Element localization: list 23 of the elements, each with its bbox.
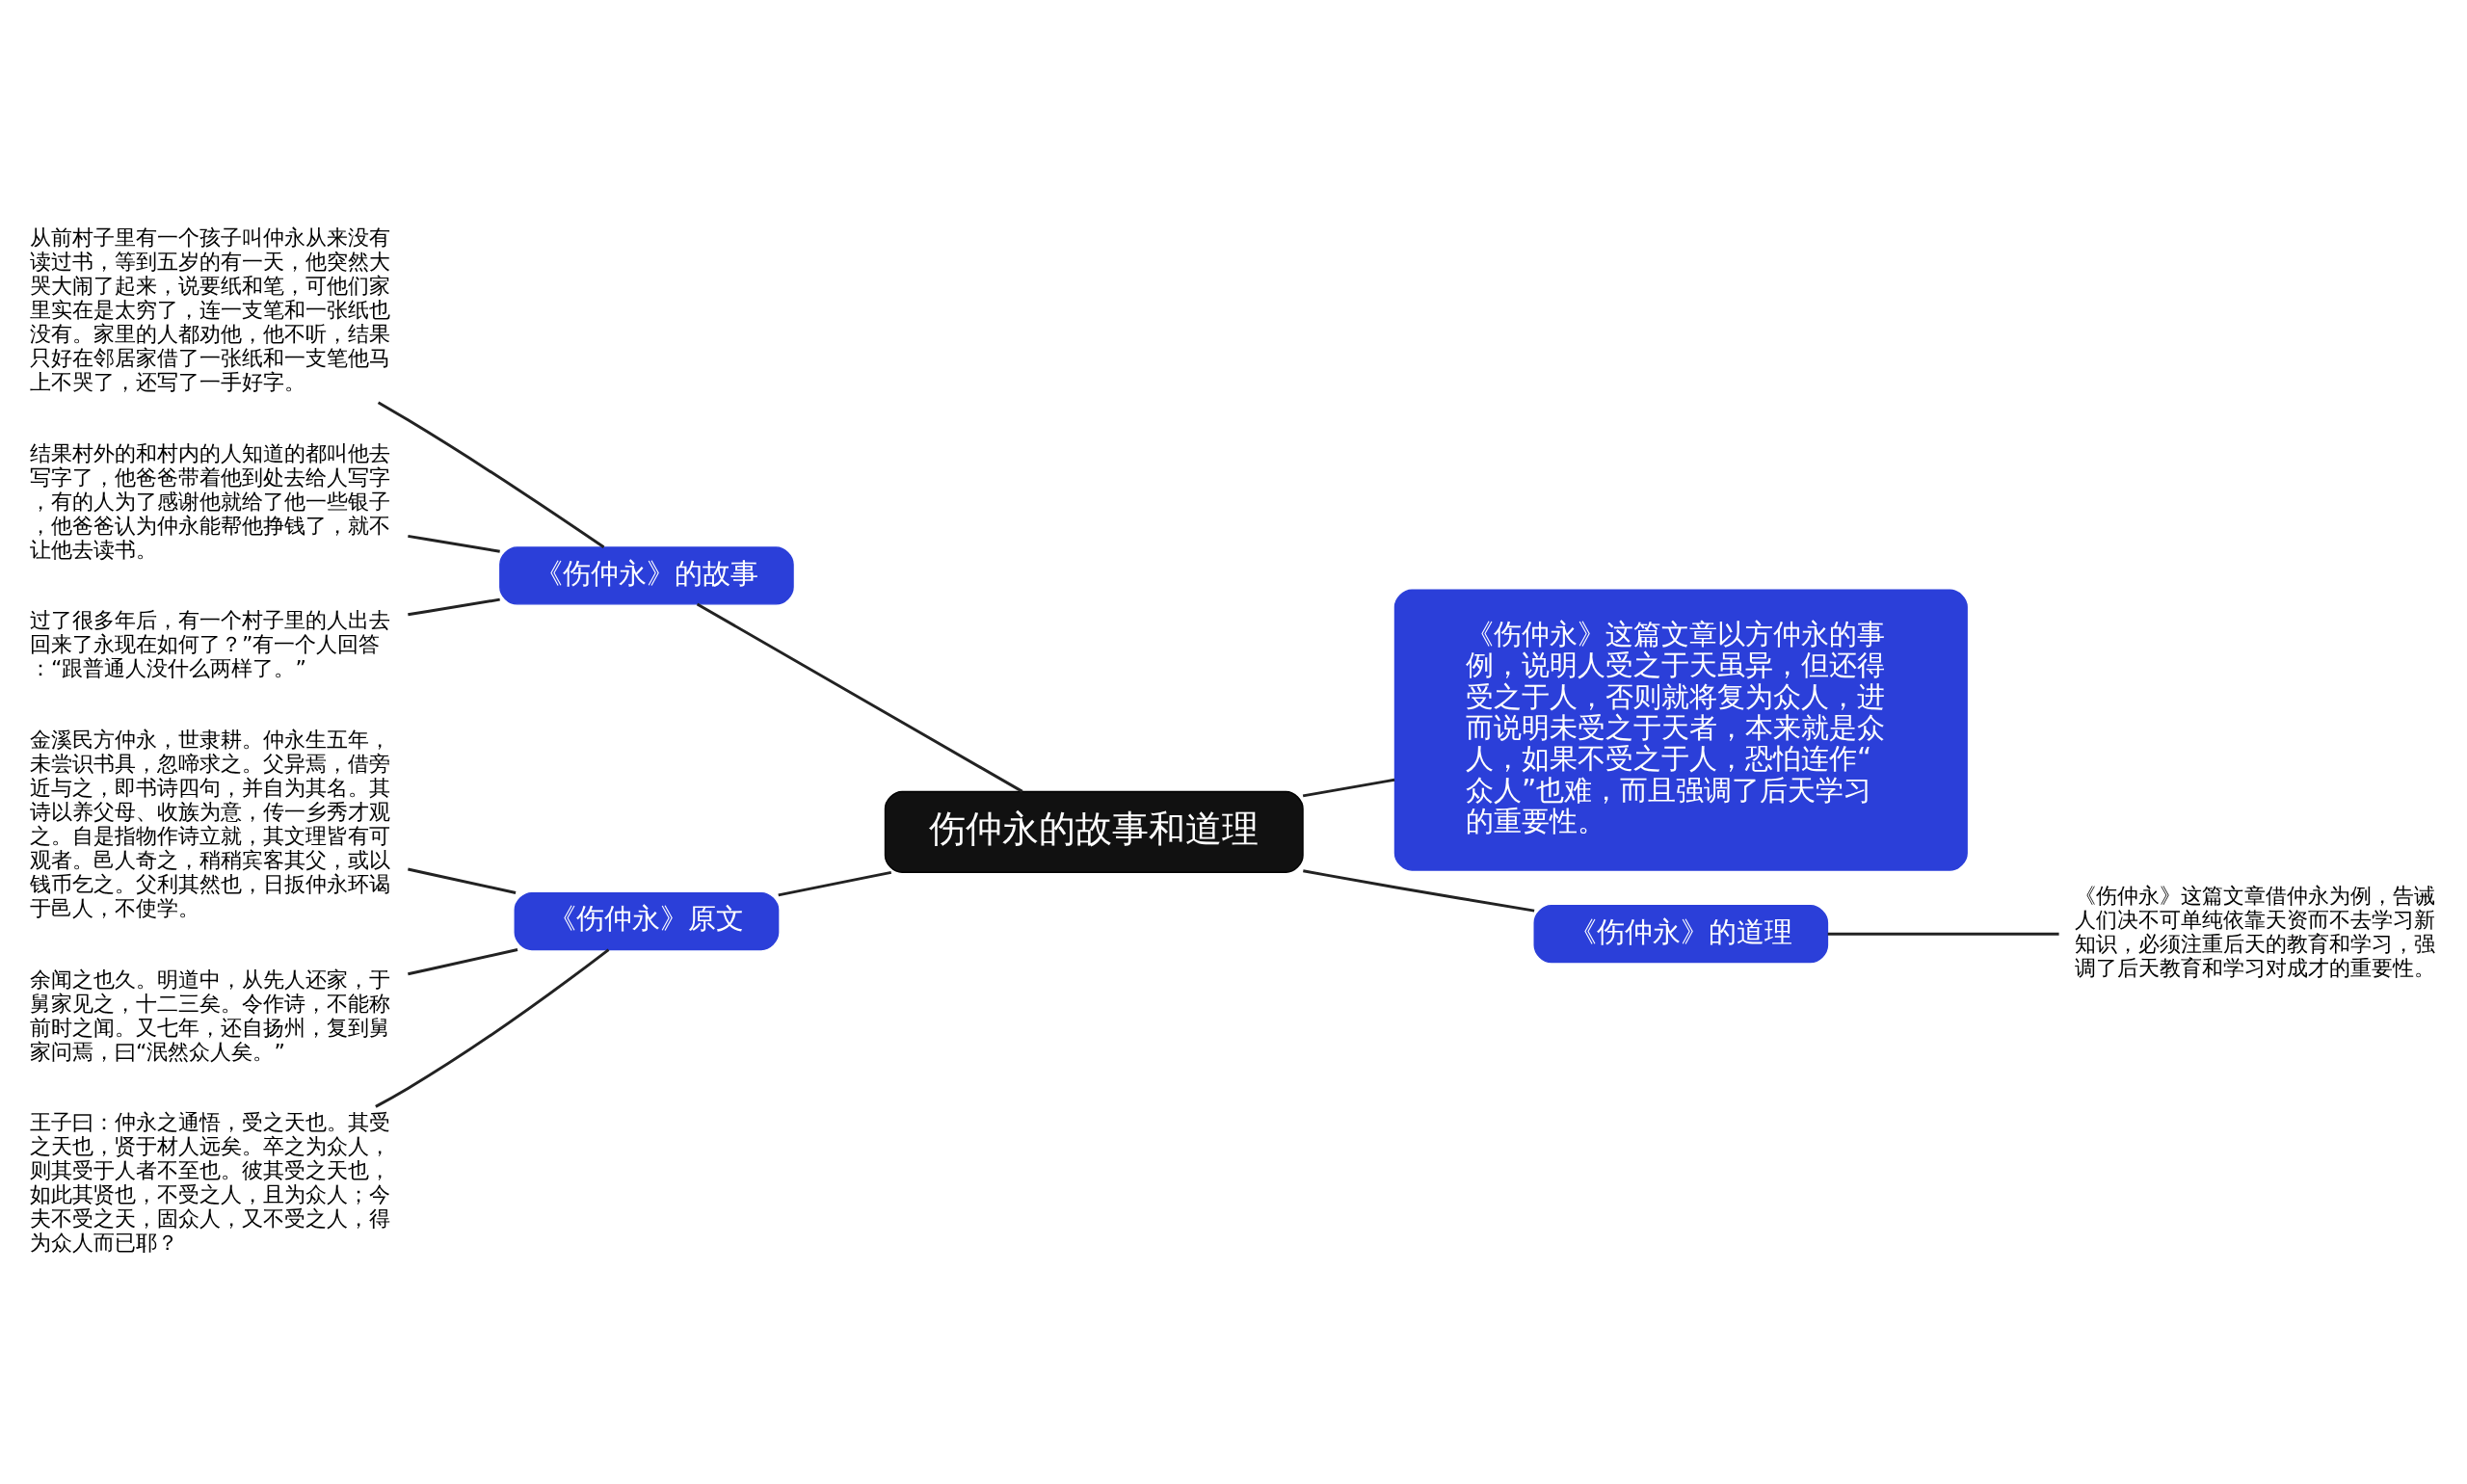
node-text: 从前村子里有一个孩子叫仲永从来没有读过书，等到五岁的有一天，他突然大哭大闹了起来，说要纸和笔，可他们家里实在是太穷了，连一支笔和一张纸也没有。家里的人都劝他，他不听，结果只好在邻居家借了一张纸和一支笔他马上不哭了，还写了一手好字。 (30, 225, 391, 394)
connector (1827, 932, 2059, 936)
connector (778, 870, 892, 896)
node-text: 过了很多年后，有一个村子里的人出去回来了永现在如何了？”有一个人回答：“跟普通人没什么两样了。” (30, 607, 391, 680)
node-box: 《伤仲永》原文 (514, 891, 780, 950)
connector (375, 947, 610, 1108)
connector (408, 947, 518, 975)
node-text: 余闻之也久。明道中，从先人还家，于舅家见之，十二三矣。令作诗，不能称前时之闻。又七年，还自扬州，复到舅家问焉，曰“泯然众人矣。” (30, 967, 391, 1064)
node-box: 伤仲永的故事和道理 (884, 790, 1304, 873)
node-text: 《伤仲永》这篇文章借仲永为例，告诫人们决不可单纯依靠天资而不去学习新知识，必须注重后天的教育和学习，强调了后天教育和学习对成才的重要性。 (2074, 883, 2435, 980)
node-box: 《伤仲永》这篇文章以方仲永的事例，说明人受之于天虽异，但还得受之于人，否则就将复为众人，进而说明未受之于天者，本来就是众人，如果不受之于人，恐怕连作“众人”也难，而且强调了后天学习的重要性。 (1393, 588, 1968, 871)
connector (377, 400, 605, 548)
connector (408, 867, 517, 894)
node-text: 金溪民方仲永，世隶耕。仲永生五年，未尝识书具，忽啼求之。父异焉，借旁近与之，即书诗四句，并自为其名。其诗以养父母、收族为意，传一乡秀才观之。自是指物作诗立就，其文理皆有可观者。邑人奇之，稍稍宾客其父，或以钱币乞之。父利其然也，日扳仲永环谒于邑人，不使学。 (30, 727, 391, 920)
connector (1303, 868, 1535, 913)
connector (408, 597, 500, 616)
connector (408, 534, 500, 553)
node-box: 《伤仲永》的故事 (499, 545, 794, 605)
connector (696, 602, 1023, 793)
connector (1302, 778, 1395, 797)
node-box: 《伤仲永》的道理 (1533, 904, 1829, 963)
node-text: 王子曰：仲永之通悟，受之天也。其受之天也，贤于材人远矣。卒之为众人，则其受于人者不至也。彼其受之天也，如此其贤也，不受之人，且为众人；今夫不受之天，固众人，又不受之人，得为众人而已耶？ (30, 1109, 391, 1255)
node-text: 结果村外的和村内的人知道的都叫他去写字了，他爸爸带着他到处去给人写字，有的人为了感谢他就给了他一些银子，他爸爸认为仲永能帮他挣钱了，就不让他去读书。 (30, 440, 391, 562)
